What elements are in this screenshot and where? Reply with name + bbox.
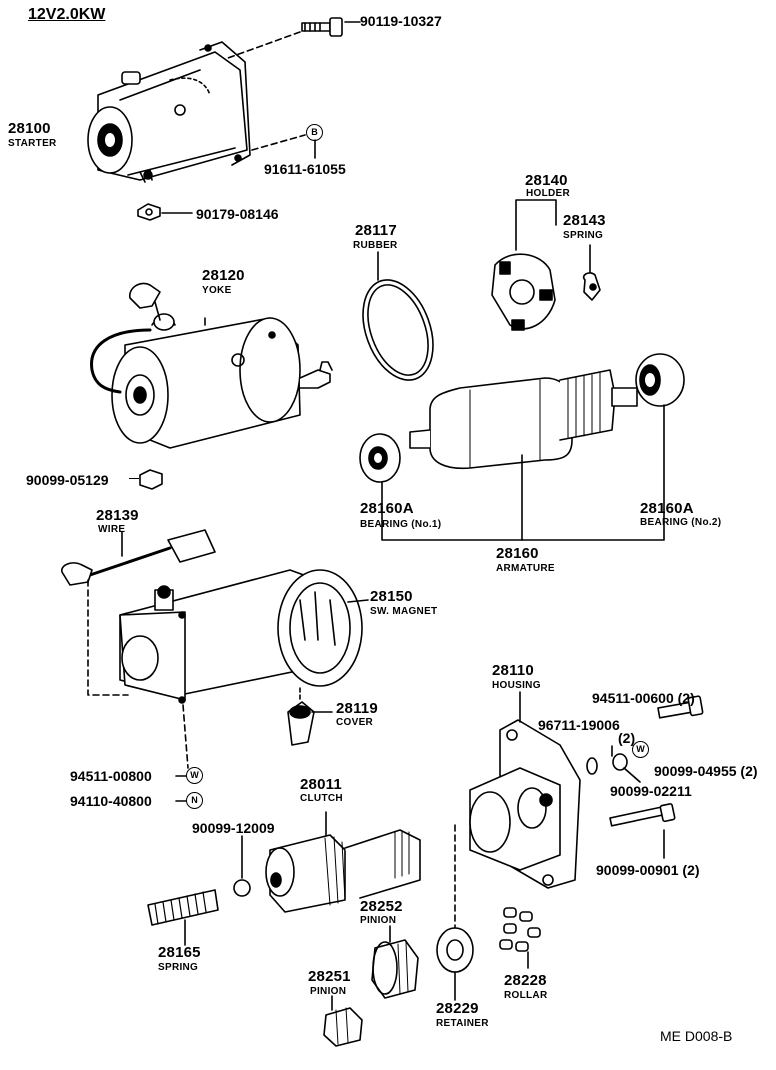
part-name-clutch: CLUTCH bbox=[300, 793, 343, 804]
diagram-code: ME D008-B bbox=[660, 1028, 733, 1044]
cover-illustration bbox=[287, 701, 315, 746]
part-number-28251: 28251 bbox=[308, 968, 351, 985]
yoke-illustration bbox=[90, 282, 333, 449]
nut-90099-05129-illustration bbox=[139, 469, 163, 490]
part-number-96711-19006: 96711-19006 bbox=[538, 717, 620, 733]
part-name-armature: ARMATURE bbox=[496, 563, 555, 574]
part-number-90099-05129: 90099-05129 bbox=[26, 472, 109, 488]
wire-illustration bbox=[61, 529, 216, 586]
part-name-yoke: YOKE bbox=[202, 285, 232, 296]
starter-illustration bbox=[87, 41, 251, 183]
part-number-28165: 28165 bbox=[158, 944, 201, 961]
part-number-90179-08146: 90179-08146 bbox=[196, 206, 279, 222]
washer-90099-02211-illustration bbox=[612, 753, 628, 771]
nut-symbol-n-icon: N bbox=[186, 792, 203, 809]
retainer-illustration bbox=[436, 927, 474, 973]
part-number-28119: 28119 bbox=[336, 700, 378, 717]
part-number-28110: 28110 bbox=[492, 662, 534, 679]
ring-96711-illustration bbox=[586, 757, 598, 775]
part-name-wire: WIRE bbox=[98, 524, 126, 535]
part-number-94511-00800: 94511-00800 bbox=[70, 768, 152, 784]
part-number-28117: 28117 bbox=[355, 222, 397, 239]
leader-line bbox=[129, 478, 139, 479]
part-number-28160a-no1: 28160A bbox=[360, 500, 414, 517]
part-name-bearing-no2: BEARING (No.2) bbox=[640, 517, 722, 528]
washer-symbol-w-icon: W bbox=[632, 741, 649, 758]
part-number-28228: 28228 bbox=[504, 972, 547, 989]
part-number-28150: 28150 bbox=[370, 588, 413, 605]
nut-90179-illustration bbox=[137, 203, 161, 221]
brush-holder-illustration bbox=[491, 253, 556, 331]
part-name-spring-28165: SPRING bbox=[158, 962, 199, 973]
housing-illustration bbox=[469, 719, 581, 889]
part-number-90099-02211: 90099-02211 bbox=[610, 783, 692, 799]
part-name-rubber: RUBBER bbox=[353, 240, 398, 251]
part-number-90119-10327: 90119-10327 bbox=[360, 13, 442, 29]
part-name-retainer: RETAINER bbox=[436, 1018, 489, 1029]
spring-28143-illustration bbox=[582, 272, 601, 301]
part-number-28160a-no2: 28160A bbox=[640, 500, 694, 517]
bolt-90119-illustration bbox=[301, 17, 343, 37]
washer-symbol-w-icon: W bbox=[186, 767, 203, 784]
part-name-rollar: ROLLAR bbox=[504, 990, 548, 1001]
clutch-illustration bbox=[265, 829, 421, 913]
part-name-cover: COVER bbox=[336, 717, 374, 728]
part-number-94511-00600: 94511-00600 (2) bbox=[592, 690, 695, 706]
part-number-28120: 28120 bbox=[202, 267, 245, 284]
rubber-ring-illustration bbox=[362, 279, 434, 381]
part-number-28143: 28143 bbox=[563, 212, 606, 229]
pinion-28252-illustration bbox=[371, 939, 419, 999]
part-number-28229: 28229 bbox=[436, 1000, 479, 1017]
part-number-28011: 28011 bbox=[300, 776, 342, 793]
switch-magnet-illustration bbox=[119, 569, 363, 704]
washer-symbol-b-icon: B bbox=[306, 124, 323, 141]
part-number-28140: 28140 bbox=[525, 172, 568, 189]
part-name-pinion-28251: PINION bbox=[310, 986, 347, 997]
part-qty-96711: (2) bbox=[618, 730, 636, 746]
part-number-28100: 28100 bbox=[8, 120, 51, 137]
part-name-sw-magnet: SW. MAGNET bbox=[370, 606, 438, 617]
bearing-no1-illustration bbox=[359, 433, 401, 483]
part-name-bearing-no1: BEARING (No.1) bbox=[360, 519, 442, 530]
rollers-illustration bbox=[499, 907, 541, 952]
part-number-91611-61055: 91611-61055 bbox=[264, 161, 346, 177]
part-number-28139: 28139 bbox=[96, 507, 139, 524]
bolt-90099-00901-illustration bbox=[609, 803, 676, 827]
armature-illustration bbox=[409, 369, 638, 470]
part-name-housing: HOUSING bbox=[492, 680, 541, 691]
part-number-90099-00901: 90099-00901 (2) bbox=[596, 862, 700, 878]
ball-illustration bbox=[233, 879, 251, 897]
part-name-spring-28143: SPRING bbox=[563, 230, 604, 241]
part-number-90099-04955: 90099-04955 (2) bbox=[654, 763, 758, 779]
pinion-28251-illustration bbox=[323, 1007, 363, 1047]
part-name-holder: HOLDER bbox=[526, 188, 571, 199]
spring-28165-illustration bbox=[147, 889, 219, 926]
part-number-94110-40800: 94110-40800 bbox=[70, 793, 152, 809]
bolt-90099-04955-illustration bbox=[657, 695, 704, 719]
part-number-28252: 28252 bbox=[360, 898, 403, 915]
part-number-90099-12009: 90099-12009 bbox=[192, 820, 275, 836]
part-number-28160: 28160 bbox=[496, 545, 539, 562]
part-name-starter: STARTER bbox=[8, 138, 57, 149]
part-name-pinion-28252: PINION bbox=[360, 915, 397, 926]
diagram-title: 12V2.0KW bbox=[28, 6, 106, 23]
bearing-no2-illustration bbox=[635, 353, 685, 407]
